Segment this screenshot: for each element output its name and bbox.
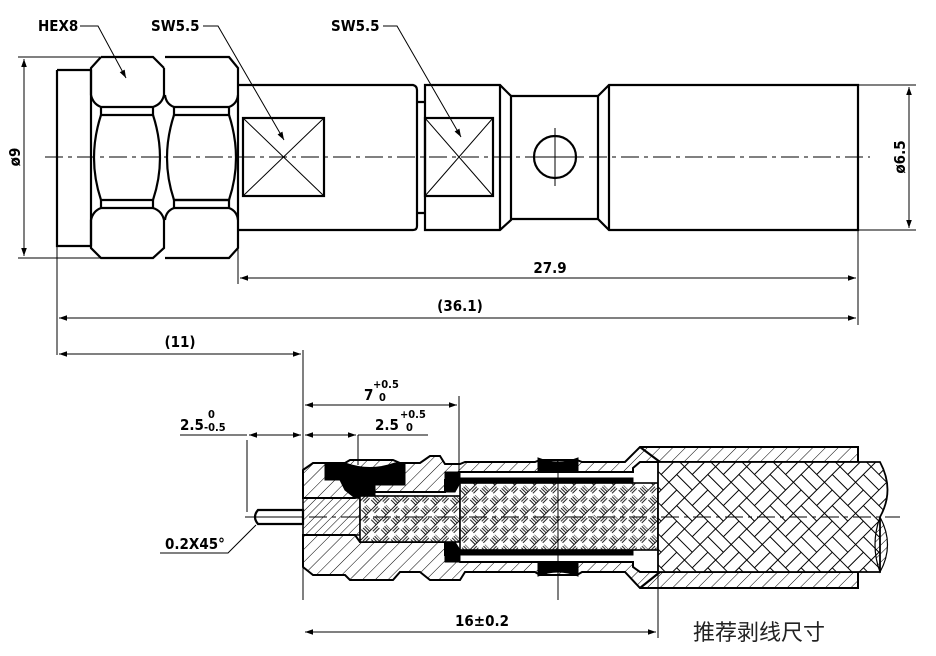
strip-2-5-right-upper: +0.5: [400, 408, 426, 421]
top-view: HEX8 SW5.5 SW5.5 ø9 ø6.5 27.9 (36.1) (11…: [6, 17, 916, 357]
body-section-1: [238, 83, 419, 232]
hex-nut-2: [163, 55, 240, 260]
recommended-strip-note: 推荐剥线尺寸: [693, 621, 825, 646]
strip-2-5-left-label: 2.5: [180, 416, 204, 434]
diameter-6-5-label: ø6.5: [891, 140, 909, 173]
strip-2-5-right-label: 2.5: [375, 416, 399, 434]
chamfer-callout: 0.2X45°: [165, 535, 225, 553]
length-36-1-label: (36.1): [437, 297, 483, 315]
strip-7-upper: +0.5: [373, 378, 399, 391]
hex-callout: HEX8: [38, 17, 78, 35]
contact-pin: [253, 508, 305, 526]
section-view: 0.2X45° 2.5 0 -0.5 2.5 +0.5 0 7 +0.5 0 1…: [160, 350, 900, 646]
strip-2-5-left-lower: -0.5: [204, 421, 226, 434]
strip-2-5-right-lower: 0: [406, 421, 413, 434]
cable-break: [874, 515, 889, 574]
sw-callout-1: SW5.5: [151, 17, 200, 35]
strip-16-label: 16±0.2: [455, 612, 509, 630]
front-flange: [55, 68, 91, 248]
length-11-label: (11): [164, 333, 195, 351]
dielectric-front: [359, 495, 461, 543]
strip-7-lower: 0: [379, 391, 386, 404]
sw-callout-2: SW5.5: [331, 17, 380, 35]
liner-lower: [444, 541, 634, 563]
gasket-front: [324, 462, 406, 499]
strip-2-5-left-upper: 0: [208, 408, 215, 421]
strip-7-label: 7: [364, 386, 373, 404]
hex-nut-1: [89, 55, 166, 260]
length-27-9-label: 27.9: [533, 259, 566, 277]
diameter-9-label: ø9: [6, 148, 24, 167]
